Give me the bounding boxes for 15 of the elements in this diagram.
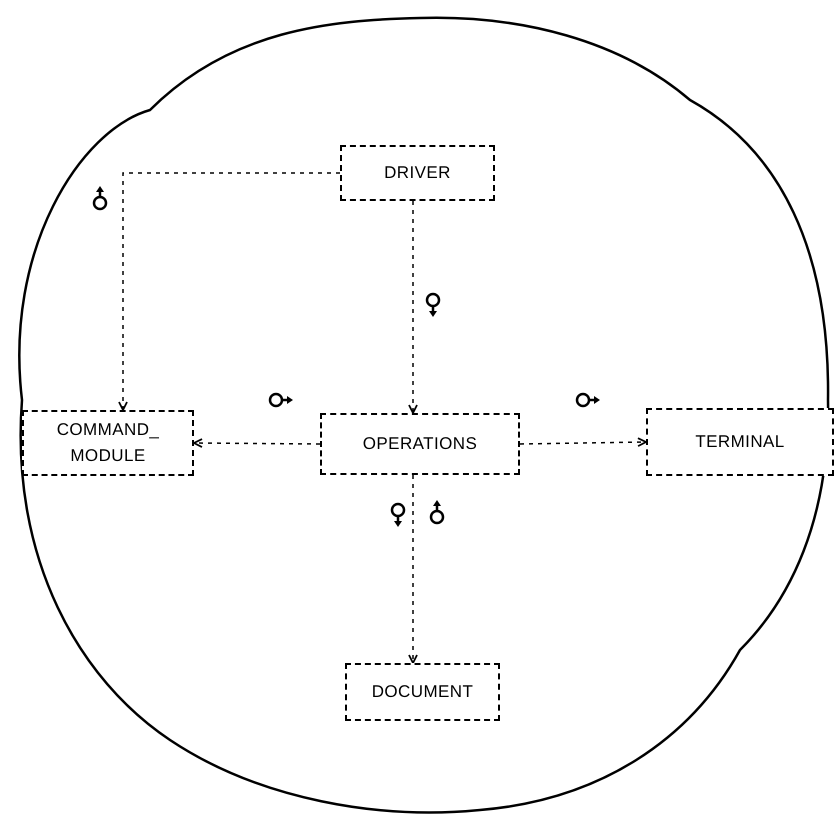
module-box: [320, 413, 520, 475]
module-name: TERMINAL: [695, 431, 785, 453]
module-name: OPERATIONS: [362, 433, 478, 455]
module-box: [22, 410, 194, 476]
arrow: [193, 438, 320, 448]
module-box: [340, 145, 495, 201]
module-name: DRIVER: [384, 162, 451, 184]
module-name: COMMAND_ MODULE: [56, 419, 160, 467]
module-box: [345, 663, 500, 721]
arrow: [408, 201, 418, 414]
module-box: [646, 408, 834, 476]
module-name: DOCUMENT: [372, 681, 474, 703]
arrow: [118, 172, 340, 411]
arrow: [520, 437, 647, 448]
arrow: [408, 475, 418, 664]
